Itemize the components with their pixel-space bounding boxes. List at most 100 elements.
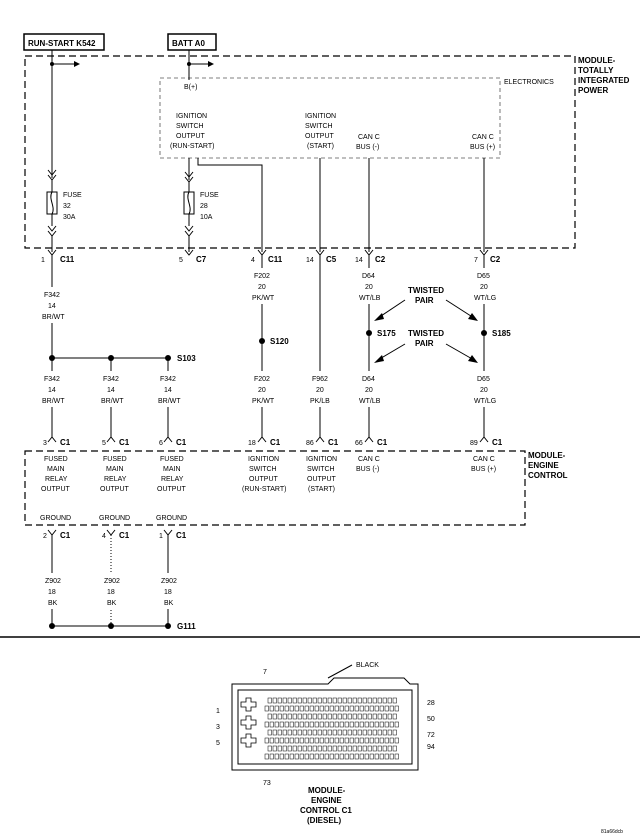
pin-cavity [297,729,302,736]
svg-text:14: 14 [107,387,115,394]
svg-text:6: 6 [159,440,163,447]
pin-cavity [317,713,322,720]
pin-cavity [352,745,357,752]
svg-text:C1: C1 [176,438,187,447]
run-start-label: RUN-START K542 [28,39,96,48]
svg-text:OUTPUT: OUTPUT [305,133,335,140]
pin-cavity [304,721,309,728]
svg-text:BR/WT: BR/WT [101,398,124,405]
svg-text:RELAY: RELAY [45,476,68,483]
svg-text:BUS (+): BUS (+) [471,466,496,473]
pin-cavity [287,697,292,704]
pin-cavity [362,713,367,720]
pin-cavity [379,705,384,712]
pin-cavity [387,745,392,752]
ecm-label-fmr-2: FUSED MAIN RELAY OUTPUT [100,456,130,493]
svg-text:C2: C2 [375,255,386,264]
pin-cavity [312,713,317,720]
pin-cavity [307,713,312,720]
svg-text:IGNITION: IGNITION [248,456,279,463]
pin-cavity [337,713,342,720]
pin-cavity [372,713,377,720]
ecm-label-fmr-3: FUSED MAIN RELAY OUTPUT [157,456,187,493]
pin-cavity [284,737,289,744]
pin-cavity [332,745,337,752]
pin-cavity [342,729,347,736]
pin-cavity [267,697,272,704]
ecm-label-ign-start: IGNITION SWITCH OUTPUT (START) [306,456,337,493]
pin-cavity [387,729,392,736]
svg-text:Z902: Z902 [45,578,61,585]
ecm-label-can-minus: CAN C BUS (-) [356,456,380,473]
splice-s103: S103 [177,354,196,363]
tipm-outline [24,55,576,249]
svg-text:86: 86 [306,440,314,447]
svg-text:(START): (START) [308,486,335,493]
pin-cavity [327,729,332,736]
svg-text:C1: C1 [176,531,187,540]
pin-cavity [284,753,289,760]
pin-cavity [284,721,289,728]
pin-cavity [297,697,302,704]
pin-cavity [339,721,344,728]
pin-cavity [392,729,397,736]
pin-cavity [337,697,342,704]
pin-cavity [394,705,399,712]
pin-cavity [359,737,364,744]
pin-cavity [274,705,279,712]
pin-cavity [367,729,372,736]
pin-cavity [267,729,272,736]
pin-cavity [374,721,379,728]
pin-cavity [354,721,359,728]
svg-text:Z902: Z902 [161,578,177,585]
svg-text:FUSED: FUSED [44,456,68,463]
svg-text:20: 20 [258,284,266,291]
svg-text:BUS (-): BUS (-) [356,466,379,473]
pin-cavity [357,729,362,736]
svg-text:IGNITION: IGNITION [176,113,207,120]
splice-s175: S175 [377,329,396,338]
pin-cavity [342,713,347,720]
bplus-label: B(+) [184,84,197,91]
svg-text:F342: F342 [44,292,60,299]
svg-text:POWER: POWER [578,86,608,95]
svg-text:10A: 10A [200,214,213,221]
pin-cavity [357,745,362,752]
pin-cavity [267,745,272,752]
pin-cavity [324,737,329,744]
tipm-pin-14-c5: 14 C5 [306,249,337,264]
pin-cavity [307,729,312,736]
pin-cavity [277,745,282,752]
pin-cavity [364,737,369,744]
ecm-label-fmr-1: FUSED MAIN RELAY OUTPUT [41,456,71,493]
pin-cavity [277,729,282,736]
wire-f962: F962 20 PK/LB [308,371,334,407]
pin-cavity [384,705,389,712]
tipm-title: MODULE- TOTALLY INTEGRATED POWER [578,56,630,95]
pin-cavity [332,729,337,736]
svg-text:CONTROL: CONTROL [528,471,568,480]
pin-cavity [314,753,319,760]
pin-cavity [302,713,307,720]
splice-s185: S185 [492,329,511,338]
ecm-pin-1: 1 C1 [159,529,187,540]
connector-pin-1: 1 [216,708,220,715]
pin-cavity [362,729,367,736]
pin-cavity [362,745,367,752]
pin-cavity [379,737,384,744]
svg-text:C5: C5 [326,255,337,264]
svg-text:20: 20 [365,284,373,291]
svg-text:BK: BK [164,600,174,607]
pin-cavity [274,721,279,728]
svg-text:OUTPUT: OUTPUT [249,476,279,483]
svg-text:RELAY: RELAY [104,476,127,483]
svg-text:C11: C11 [268,255,283,264]
pin-cavity [354,737,359,744]
ecm-c1-connector: BLACK 7 73 1 3 5 28 50 72 94 MODULE- ENG… [216,662,435,825]
svg-text:18: 18 [107,589,115,596]
svg-text:FUSED: FUSED [160,456,184,463]
pin-cavity [359,753,364,760]
pin-cavity [382,697,387,704]
svg-text:20: 20 [480,284,488,291]
pin-cavity [379,753,384,760]
